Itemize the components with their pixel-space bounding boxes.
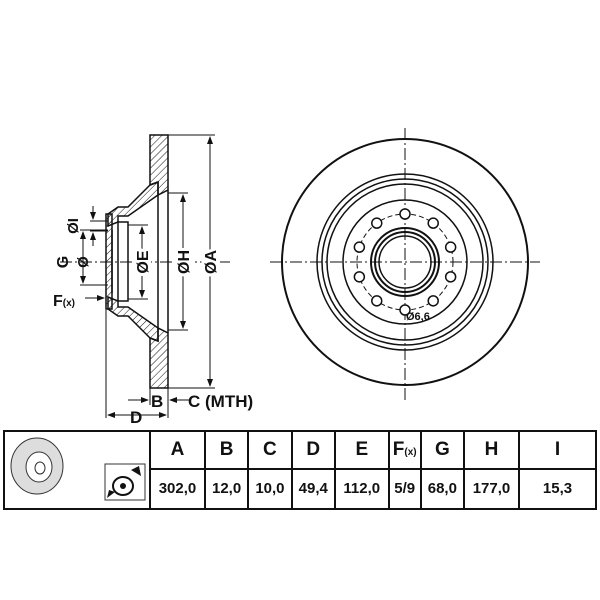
- label-g-diameter: Ø: [75, 256, 92, 268]
- label-hole: Ø6,6: [406, 311, 430, 323]
- label-a: ØA: [203, 250, 220, 274]
- value-f: 5/9: [387, 467, 422, 511]
- spec-table: A B C D E F(x) G H I 302,0 12,0 10,0 49,…: [3, 430, 597, 511]
- label-h: ØH: [176, 250, 193, 274]
- value-g: 68,0: [419, 467, 466, 511]
- label-f: F(x): [53, 293, 75, 310]
- value-i: 15,3: [518, 467, 597, 511]
- side-section-view: [60, 134, 230, 389]
- label-d: D: [130, 408, 142, 427]
- bolt-hole: [371, 295, 383, 307]
- label-g: G: [55, 256, 72, 268]
- bolt-hole: [427, 217, 439, 229]
- hat-top: [107, 180, 159, 228]
- disc-outer-edge: [281, 138, 529, 386]
- bolt-hole: [353, 271, 366, 283]
- bolt-hole: [399, 304, 411, 316]
- value-c: 10,0: [247, 467, 293, 511]
- disc-measure-icon: [104, 463, 146, 501]
- dimension-lines: [80, 134, 215, 418]
- bolt-hole: [353, 241, 366, 253]
- header-a: A: [149, 430, 206, 470]
- bolt-holes: [353, 208, 457, 316]
- header-e: E: [333, 430, 390, 470]
- header-i: I: [518, 430, 597, 470]
- value-e: 112,0: [333, 467, 390, 511]
- bolt-hole: [444, 271, 457, 283]
- value-d: 49,4: [290, 467, 336, 511]
- brake-disc-icon: [10, 437, 146, 501]
- bolt-hole: [427, 295, 439, 307]
- header-h: H: [463, 430, 520, 470]
- header-c: C: [247, 430, 293, 470]
- dimension-labels: ØI G Ø ØE ØH ØA F(x) B C (MTH) D Ø6,6: [53, 218, 430, 427]
- hat-bottom: [107, 295, 159, 343]
- header-d: D: [290, 430, 336, 470]
- header-f: F(x): [387, 430, 422, 470]
- value-h: 177,0: [463, 467, 520, 511]
- technical-drawing: ØI G Ø ØE ØH ØA F(x) B C (MTH) D Ø6,6: [53, 128, 540, 427]
- label-e: ØE: [135, 250, 152, 273]
- bolt-hole: [444, 241, 457, 253]
- value-a: 302,0: [149, 467, 206, 511]
- bolt-hole: [371, 217, 383, 229]
- header-g: G: [419, 430, 466, 470]
- label-i: ØI: [65, 218, 82, 234]
- front-view: [270, 128, 540, 400]
- value-b: 12,0: [203, 467, 250, 511]
- header-b: B: [203, 430, 250, 470]
- label-c: C (MTH): [188, 392, 253, 411]
- product-image-cell: [3, 430, 151, 510]
- bolt-hole: [399, 208, 411, 220]
- hub-bore: [370, 227, 440, 297]
- label-b: B: [151, 392, 163, 411]
